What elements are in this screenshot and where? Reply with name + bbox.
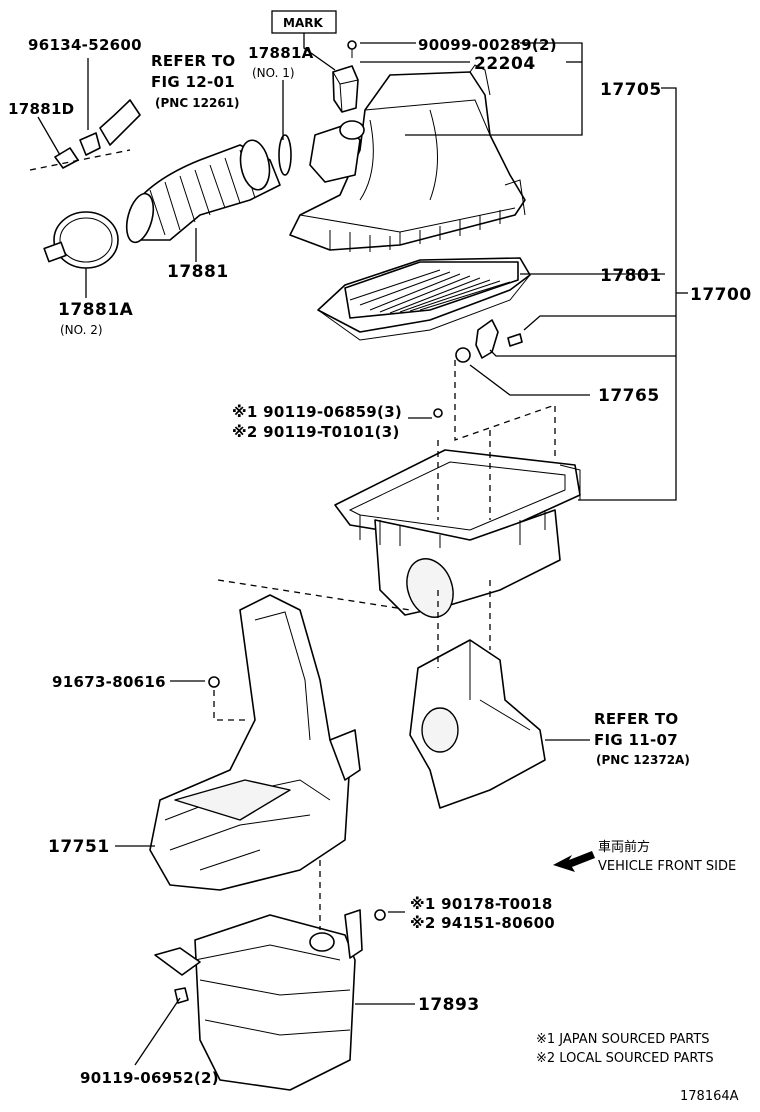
intake-hose-drawing [125,134,292,244]
hose-clamp-no2-drawing [43,211,119,269]
label-no2: (NO. 2) [60,323,103,337]
legend-japan-sourced: ※1 JAPAN SOURCED PARTS [536,1032,710,1047]
air-cleaner-case-drawing [334,449,581,618]
mark-label: MARK [283,16,323,30]
label-pnc-12372A: (PNC 12372A) [596,753,690,767]
label-90119-a: ※1 90119-06859(3) [232,403,402,421]
label-17700: 17700 [690,285,752,305]
label-90119-b: ※2 90119-T0101(3) [232,423,400,441]
label-pnc-12261: (PNC 12261) [155,96,240,110]
nut-90178-drawing [374,909,386,921]
label-fig-1107: FIG 11-07 [594,731,678,749]
sensor-22204-drawing [332,40,359,113]
air-duct-17751-drawing [149,594,361,891]
connector-17881D-drawing [54,99,141,169]
mark-leader [303,33,336,71]
label-17881D: 17881D [8,100,74,118]
leader-lines [37,42,688,1066]
label-front-en: VEHICLE FRONT SIDE [598,859,736,874]
label-17881A-bottom: 17881A [58,300,134,320]
label-refer-to-2: REFER TO [594,710,678,728]
air-filter-element-drawing [317,257,531,341]
resonator-17893-drawing [154,909,363,1091]
label-94151: ※2 94151-80600 [410,914,555,932]
diagram-id: 178164A [680,1089,739,1104]
air-cleaner-cap-drawing [289,64,526,252]
legend-local-sourced: ※2 LOCAL SOURCED PARTS [536,1051,714,1066]
label-91673: 91673-80616 [52,673,166,691]
label-refer-to-1: REFER TO [151,52,235,70]
label-17751: 17751 [48,837,110,857]
label-17801: 17801 [600,266,662,286]
label-17705: 17705 [600,80,662,100]
label-90119-c: 90119-06952(2) [80,1069,219,1087]
label-17893: 17893 [418,995,480,1015]
label-no1: (NO. 1) [252,66,295,80]
bolt-91673-drawing [208,676,220,688]
alignment-lines [29,149,556,930]
label-17765: 17765 [598,386,660,406]
label-22204: 22204 [474,54,536,74]
label-17881A-top: 17881A [248,44,314,62]
front-arrow-icon [553,851,595,872]
label-90099: 90099-00289(2) [418,36,557,54]
label-96134: 96134-52600 [28,36,142,54]
label-90178: ※1 90178-T0018 [410,895,553,913]
label-front-jp: 車両前方 [598,839,650,855]
bracket-drawing [409,639,546,809]
label-17881: 17881 [167,262,229,282]
label-fig-1201: FIG 12-01 [151,73,235,91]
screw-90119-drawing [433,408,443,418]
